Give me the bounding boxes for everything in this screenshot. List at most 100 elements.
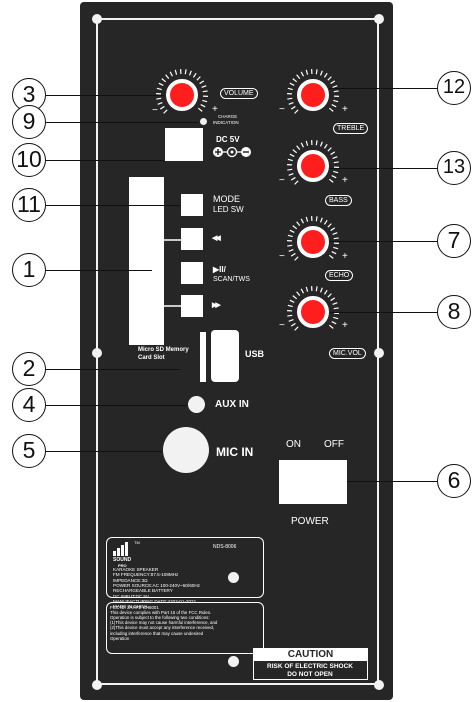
leader-line-3 bbox=[46, 95, 164, 97]
volume-knob-plus: + bbox=[212, 104, 218, 115]
scale-tick bbox=[332, 85, 338, 89]
scale-tick bbox=[184, 69, 187, 75]
scale-tick bbox=[315, 286, 318, 292]
leader-line-13 bbox=[329, 168, 437, 170]
scale-tick bbox=[333, 237, 339, 240]
next-icon: ▶▶ bbox=[212, 302, 221, 309]
scale-tick bbox=[292, 225, 298, 230]
usb-port[interactable] bbox=[211, 330, 239, 382]
scale-tick bbox=[315, 140, 318, 146]
product-info-label bbox=[106, 537, 264, 598]
scale-tick bbox=[292, 149, 298, 154]
play-pause-scan-tws-button[interactable] bbox=[181, 262, 203, 284]
scale-tick bbox=[328, 324, 334, 329]
scale-tick bbox=[331, 320, 337, 325]
scale-tick bbox=[294, 180, 299, 185]
bass-knob[interactable] bbox=[297, 150, 329, 182]
echo-knob[interactable] bbox=[297, 226, 329, 258]
leader-line-6 bbox=[347, 481, 437, 483]
scale-tick bbox=[161, 78, 167, 83]
play-pause-icon: ▶II/ bbox=[213, 265, 226, 274]
next-button[interactable] bbox=[181, 295, 203, 317]
scale-tick bbox=[332, 156, 338, 160]
screw-hole-mid-left bbox=[92, 348, 102, 358]
fcc-line: This device complies with Part 15 of the… bbox=[110, 610, 212, 616]
scale-tick bbox=[192, 72, 197, 78]
power-on-label: ON bbox=[286, 439, 301, 450]
mic-in-jack[interactable] bbox=[163, 427, 209, 473]
scale-tick bbox=[294, 326, 299, 331]
scale-tick bbox=[330, 80, 336, 85]
model-number: NDS-8006 bbox=[213, 544, 237, 550]
scale-tick bbox=[159, 105, 165, 110]
leader-line-10 bbox=[46, 160, 164, 162]
scale-tick bbox=[287, 314, 293, 317]
scale-tick bbox=[201, 85, 207, 89]
scale-tick bbox=[330, 297, 336, 302]
scale-tick bbox=[305, 286, 309, 292]
aux-in-jack[interactable] bbox=[188, 396, 205, 413]
dc-5v-jack[interactable] bbox=[165, 128, 203, 161]
scale-tick bbox=[305, 69, 309, 75]
scale-tick bbox=[300, 142, 305, 148]
scale-tick bbox=[289, 82, 295, 87]
dc-5v-label: DC 5V bbox=[216, 135, 240, 144]
scale-tick bbox=[169, 71, 174, 77]
scale-tick bbox=[290, 105, 296, 110]
scale-tick bbox=[296, 74, 301, 80]
power-off-label: OFF bbox=[324, 439, 344, 450]
echo-knob-plus: + bbox=[342, 251, 348, 262]
trademark-symbol: TM bbox=[134, 540, 140, 545]
callout-8: 8 bbox=[437, 295, 471, 329]
treble-label: TREBLE bbox=[333, 123, 369, 134]
scale-tick bbox=[290, 322, 296, 327]
screw-hole-bottom-right bbox=[374, 680, 384, 690]
scale-tick bbox=[315, 69, 318, 75]
scale-tick bbox=[305, 216, 309, 222]
scale-tick bbox=[165, 74, 170, 80]
caution-line1: RISK OF ELECTRIC SHOCK bbox=[267, 663, 353, 670]
scale-tick bbox=[290, 252, 296, 257]
scale-tick bbox=[287, 234, 293, 238]
spec-line: RECHARGEABLE BATTERY bbox=[113, 588, 173, 594]
scale-tick bbox=[333, 99, 339, 103]
callout-9: 9 bbox=[12, 105, 46, 139]
usb-label: USB bbox=[245, 349, 265, 359]
fcc-line: including interference that may cause un… bbox=[110, 630, 204, 636]
spec-line: MANUFACTURING DATE:4202-01-2021 bbox=[113, 598, 197, 604]
scale-tick bbox=[287, 87, 293, 91]
treble-knob-minus: − bbox=[279, 104, 285, 115]
echo-label: ECHO bbox=[325, 270, 354, 281]
scale-tick bbox=[330, 227, 336, 232]
scale-tick bbox=[156, 97, 162, 100]
leader-line-12 bbox=[329, 88, 437, 90]
mode-led-sw-button[interactable] bbox=[181, 194, 203, 216]
power-switch[interactable] bbox=[279, 460, 347, 504]
scale-tick bbox=[157, 101, 163, 105]
mic-vol-label: MIC.VOL bbox=[329, 348, 366, 359]
previous-button[interactable] bbox=[181, 228, 203, 250]
treble-knob[interactable] bbox=[297, 79, 329, 111]
mode-label: MODE bbox=[213, 194, 240, 204]
treble-knob-plus: + bbox=[342, 104, 348, 115]
charge-indication-label-2: INDICATION bbox=[213, 120, 239, 125]
scale-tick bbox=[323, 219, 328, 225]
fcc-line: Operation bbox=[110, 635, 130, 641]
leader-line-4 bbox=[46, 405, 187, 407]
bass-knob-plus: + bbox=[342, 175, 348, 186]
spec-line: MADE IN CHINA bbox=[113, 604, 148, 610]
scale-tick bbox=[332, 302, 338, 306]
scale-tick bbox=[163, 109, 168, 114]
previous-icon: ◀◀ bbox=[212, 235, 221, 242]
fcc-compliance-label bbox=[106, 602, 264, 654]
callout-7: 7 bbox=[437, 224, 471, 258]
volume-knob[interactable] bbox=[166, 79, 198, 111]
spec-lines: KARAOKE SPEAKER FM FREQUENCY:87.5-108MHz… bbox=[113, 567, 200, 610]
brand-name-line1: SOUND bbox=[113, 557, 132, 563]
scale-tick bbox=[292, 78, 298, 83]
scale-tick bbox=[174, 69, 178, 75]
scale-tick bbox=[333, 316, 339, 320]
scale-tick bbox=[289, 299, 295, 304]
mic-vol-knob[interactable] bbox=[297, 296, 329, 328]
brand-name-line2: PRO bbox=[118, 563, 127, 568]
